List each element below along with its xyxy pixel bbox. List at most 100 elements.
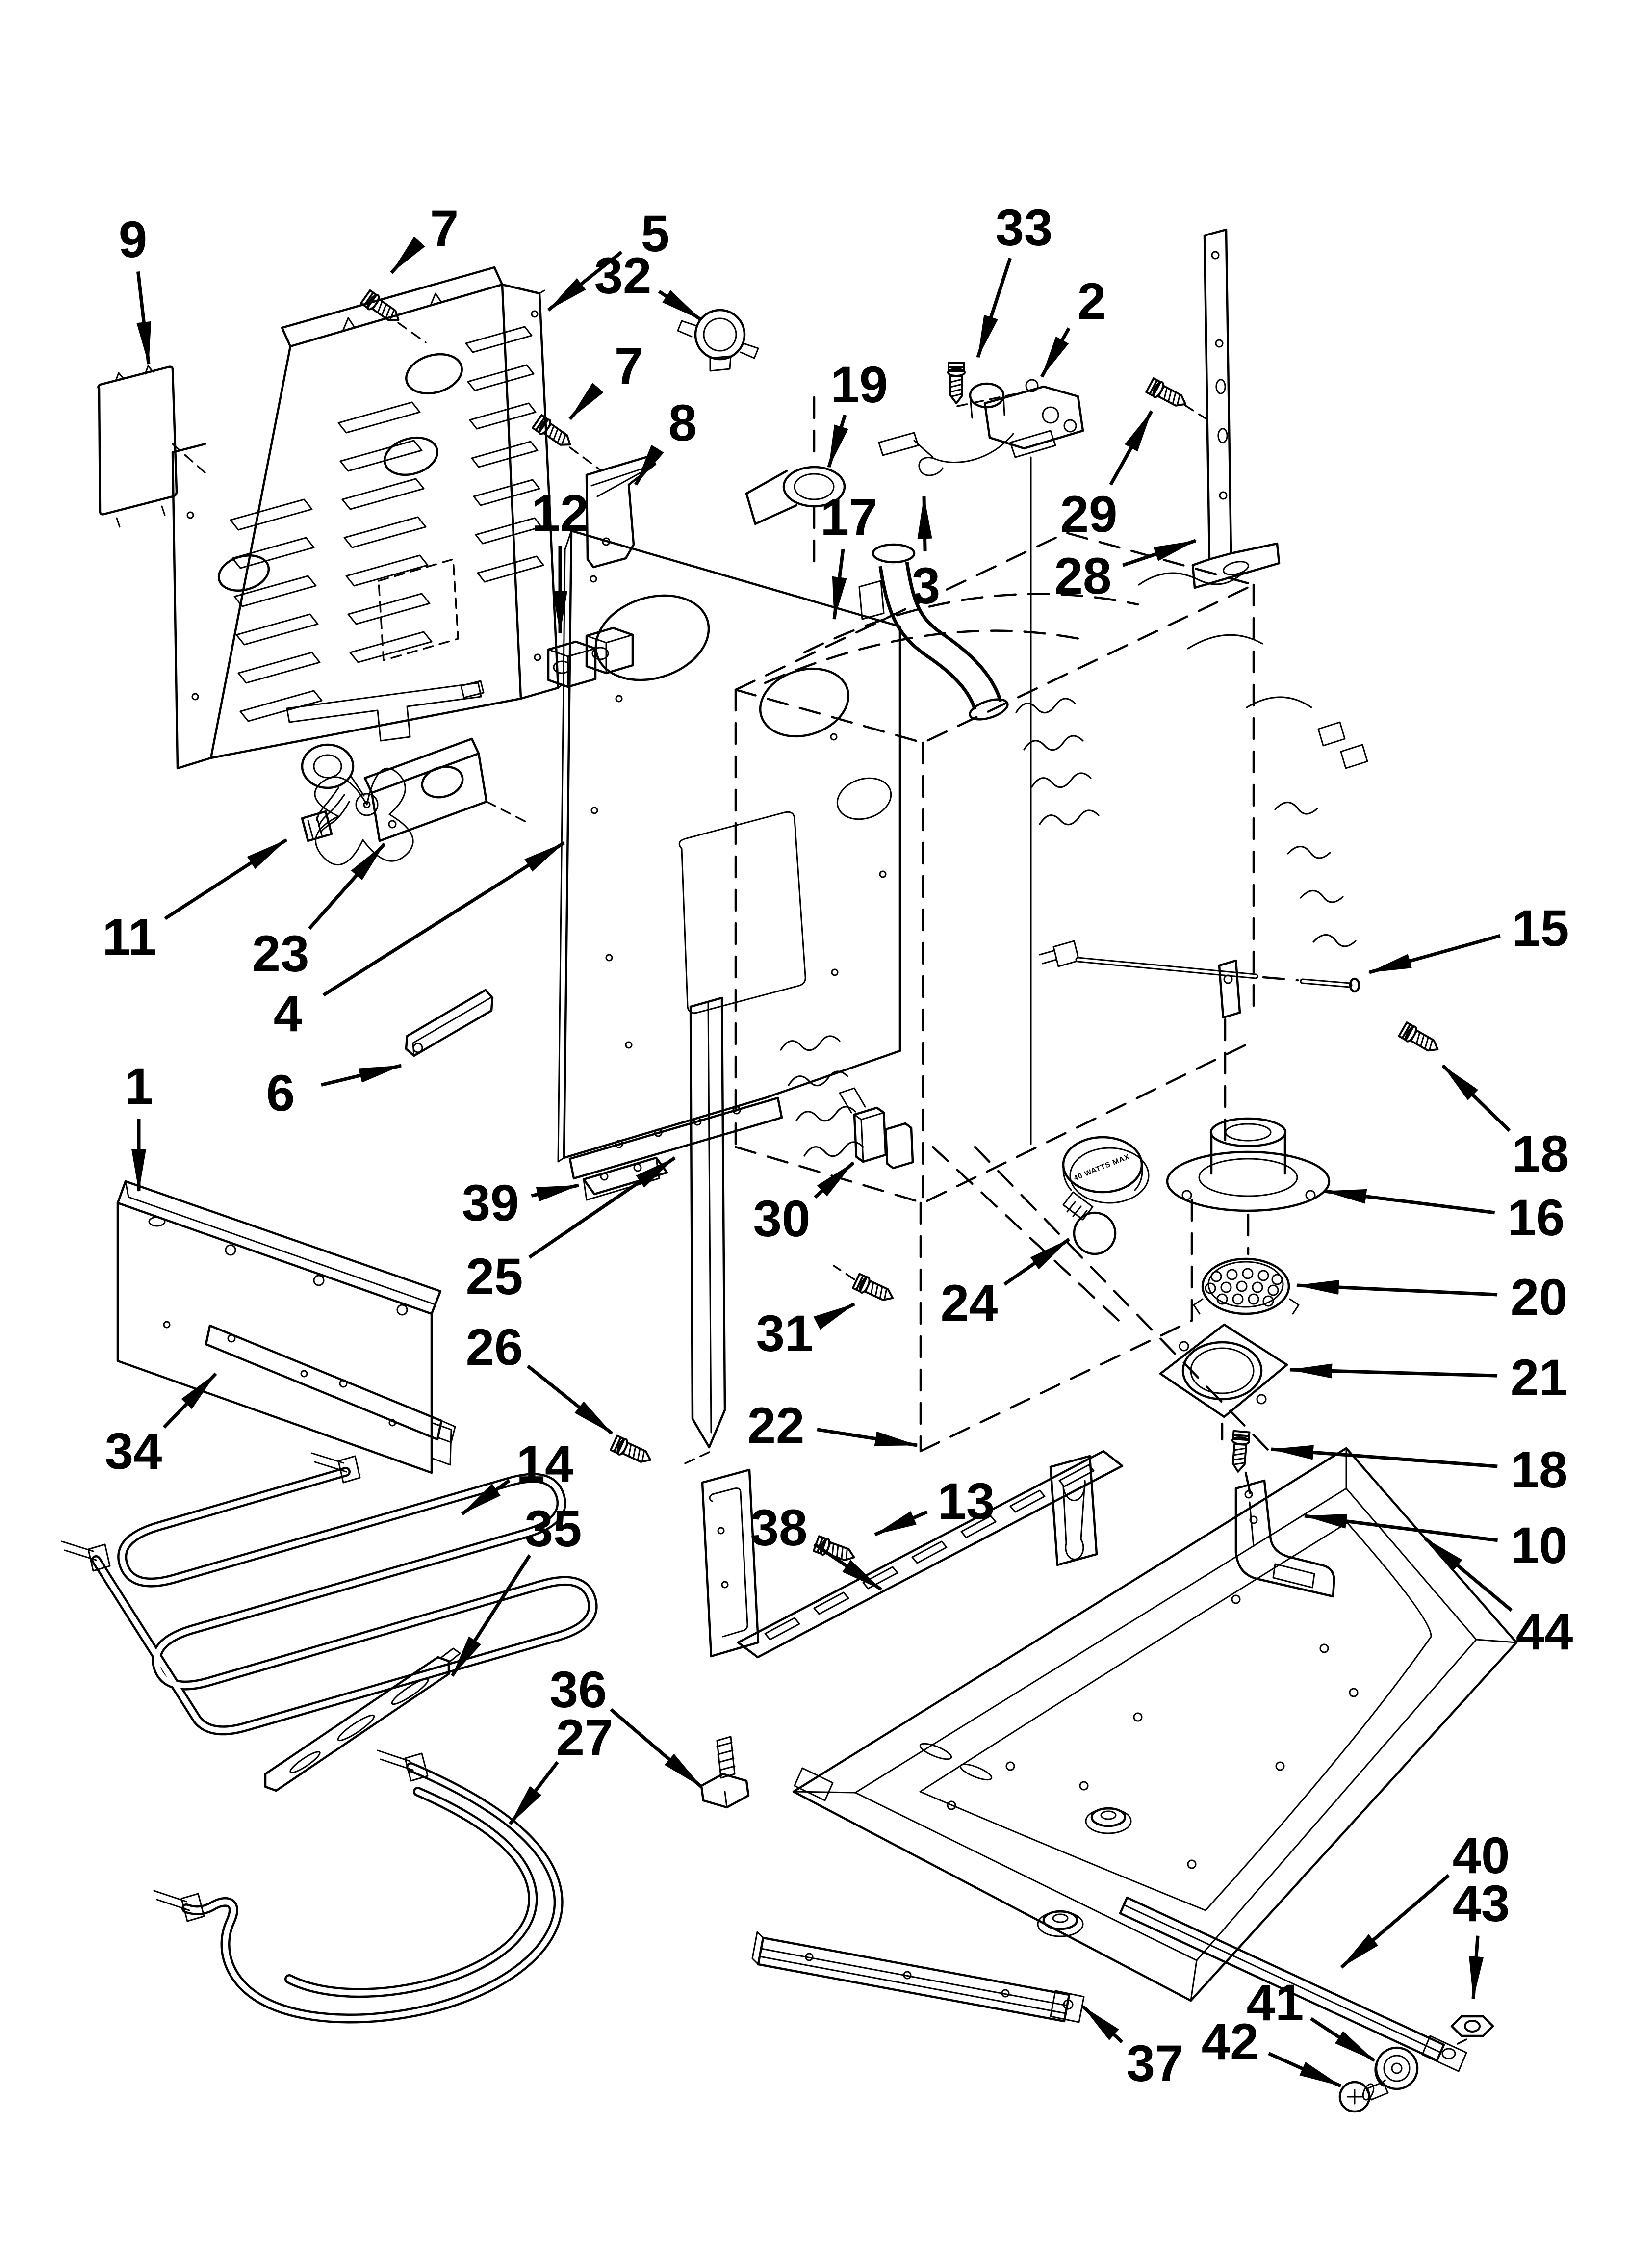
callout-11: 11 xyxy=(103,838,287,966)
callout-arrow-20 xyxy=(1296,1280,1498,1297)
callout-arrow-37 xyxy=(1081,2005,1124,2043)
callout-arrow-30 xyxy=(814,1161,855,1199)
callout-number-25: 25 xyxy=(466,1248,523,1305)
callout-number-7a: 7 xyxy=(430,200,459,258)
callout-number-18b: 18 xyxy=(1511,1441,1568,1499)
oven-cavity-dashed xyxy=(734,531,1273,1502)
callout-16: 16 xyxy=(1323,1189,1565,1247)
callout-number-10: 10 xyxy=(1511,1517,1568,1574)
callout-3: 3 xyxy=(912,495,940,615)
vent-slats-mid xyxy=(337,401,433,663)
mesh-grommet xyxy=(1193,1257,1300,1315)
filler-strip-34 xyxy=(205,1324,456,1443)
callout-5: 5 xyxy=(547,205,669,312)
callout-22: 22 xyxy=(747,1397,918,1455)
callout-10: 10 xyxy=(1304,1513,1568,1574)
callout-40: 40 xyxy=(1340,1827,1510,1969)
callout-number-35: 35 xyxy=(525,1500,582,1558)
callout-layer: 1234567789101112131415161718181920212223… xyxy=(103,199,1573,2092)
callout-number-40: 40 xyxy=(1453,1827,1510,1884)
callout-number-37: 37 xyxy=(1127,2035,1184,2092)
callout-number-19: 19 xyxy=(831,356,888,414)
callout-1: 1 xyxy=(125,1058,153,1192)
callout-arrow-2 xyxy=(1040,327,1071,378)
callout-arrow-7a xyxy=(390,236,425,274)
callout-20: 20 xyxy=(1296,1269,1568,1326)
callout-arrow-29 xyxy=(1109,410,1154,486)
callout-arrow-39 xyxy=(531,1183,580,1202)
callout-arrow-13 xyxy=(874,1510,928,1537)
support-bracket-38 xyxy=(701,1450,1124,1659)
callout-30: 30 xyxy=(753,1161,855,1248)
callout-number-1: 1 xyxy=(125,1058,153,1115)
access-cover xyxy=(97,365,208,528)
wire-connector xyxy=(301,810,333,842)
callout-number-39: 39 xyxy=(462,1174,519,1232)
callout-arrow-42 xyxy=(1268,2052,1342,2088)
callout-41: 41 xyxy=(1247,1974,1375,2062)
callout-number-41: 41 xyxy=(1247,1974,1304,2032)
callout-7b: 7 xyxy=(568,338,643,420)
terminal-block xyxy=(547,626,634,688)
wheel-screw xyxy=(1338,2079,1389,2113)
callout-number-16: 16 xyxy=(1508,1189,1565,1247)
callout-36: 36 xyxy=(550,1661,703,1788)
callout-arrow-8 xyxy=(634,444,664,486)
callout-arrow-4 xyxy=(322,841,565,997)
side-rail xyxy=(1191,228,1281,589)
bake-element xyxy=(61,1452,598,1736)
callout-number-23: 23 xyxy=(252,925,309,983)
callout-34: 34 xyxy=(105,1372,217,1480)
glide-rail xyxy=(1119,1896,1472,2072)
front-rail xyxy=(751,1931,1085,2023)
callout-number-27: 27 xyxy=(556,1709,614,1767)
callout-number-18a: 18 xyxy=(1512,1125,1569,1183)
callout-arrow-18b xyxy=(1270,1445,1498,1468)
callout-arrow-25 xyxy=(528,1156,676,1259)
callout-38: 38 xyxy=(750,1499,882,1591)
callout-35: 35 xyxy=(451,1500,582,1677)
vent-slats-right xyxy=(465,326,544,583)
gas-valve xyxy=(969,379,1084,1145)
igniter xyxy=(878,432,1014,476)
broil-element xyxy=(153,1749,564,2024)
callout-7a: 7 xyxy=(390,200,459,274)
vent-ring xyxy=(745,396,846,566)
callout-42: 42 xyxy=(1202,2013,1342,2088)
callout-2: 2 xyxy=(1040,273,1106,378)
callout-arrow-31 xyxy=(813,1302,855,1330)
callout-number-15: 15 xyxy=(1512,900,1569,957)
callout-number-29: 29 xyxy=(1060,486,1118,543)
vent-tube xyxy=(858,543,1009,721)
callout-arrow-9 xyxy=(136,271,152,365)
callout-number-22: 22 xyxy=(747,1397,805,1455)
callout-arrow-6 xyxy=(321,1064,402,1087)
callout-arrow-41 xyxy=(1310,2017,1375,2062)
callout-number-43: 43 xyxy=(1453,1875,1510,1932)
callout-arrow-10 xyxy=(1304,1513,1498,1542)
callout-arrow-35 xyxy=(451,1554,532,1677)
burner-scribbles xyxy=(780,571,1357,1157)
sensor-rod xyxy=(1039,940,1360,1019)
callout-12: 12 xyxy=(532,485,589,634)
lamp-plate xyxy=(1159,1323,1288,1418)
callout-number-44: 44 xyxy=(1516,1603,1573,1661)
shield-strip-6 xyxy=(405,989,494,1057)
callout-25: 25 xyxy=(466,1156,676,1305)
callout-number-4: 4 xyxy=(274,985,302,1043)
callout-31: 31 xyxy=(756,1302,855,1362)
callout-arrow-14 xyxy=(461,1479,511,1515)
callout-number-11: 11 xyxy=(103,909,157,966)
callout-arrow-11 xyxy=(164,838,287,920)
callout-number-20: 20 xyxy=(1511,1269,1568,1326)
callout-arrow-28 xyxy=(1122,539,1197,567)
thermostat xyxy=(677,309,759,372)
lamp-socket-flange xyxy=(1166,1117,1331,1212)
callout-arrow-27 xyxy=(509,1761,559,1825)
callout-19: 19 xyxy=(827,356,888,468)
callout-number-7b: 7 xyxy=(615,338,643,395)
callout-21: 21 xyxy=(1289,1349,1567,1407)
back-vent-panel xyxy=(171,266,563,770)
